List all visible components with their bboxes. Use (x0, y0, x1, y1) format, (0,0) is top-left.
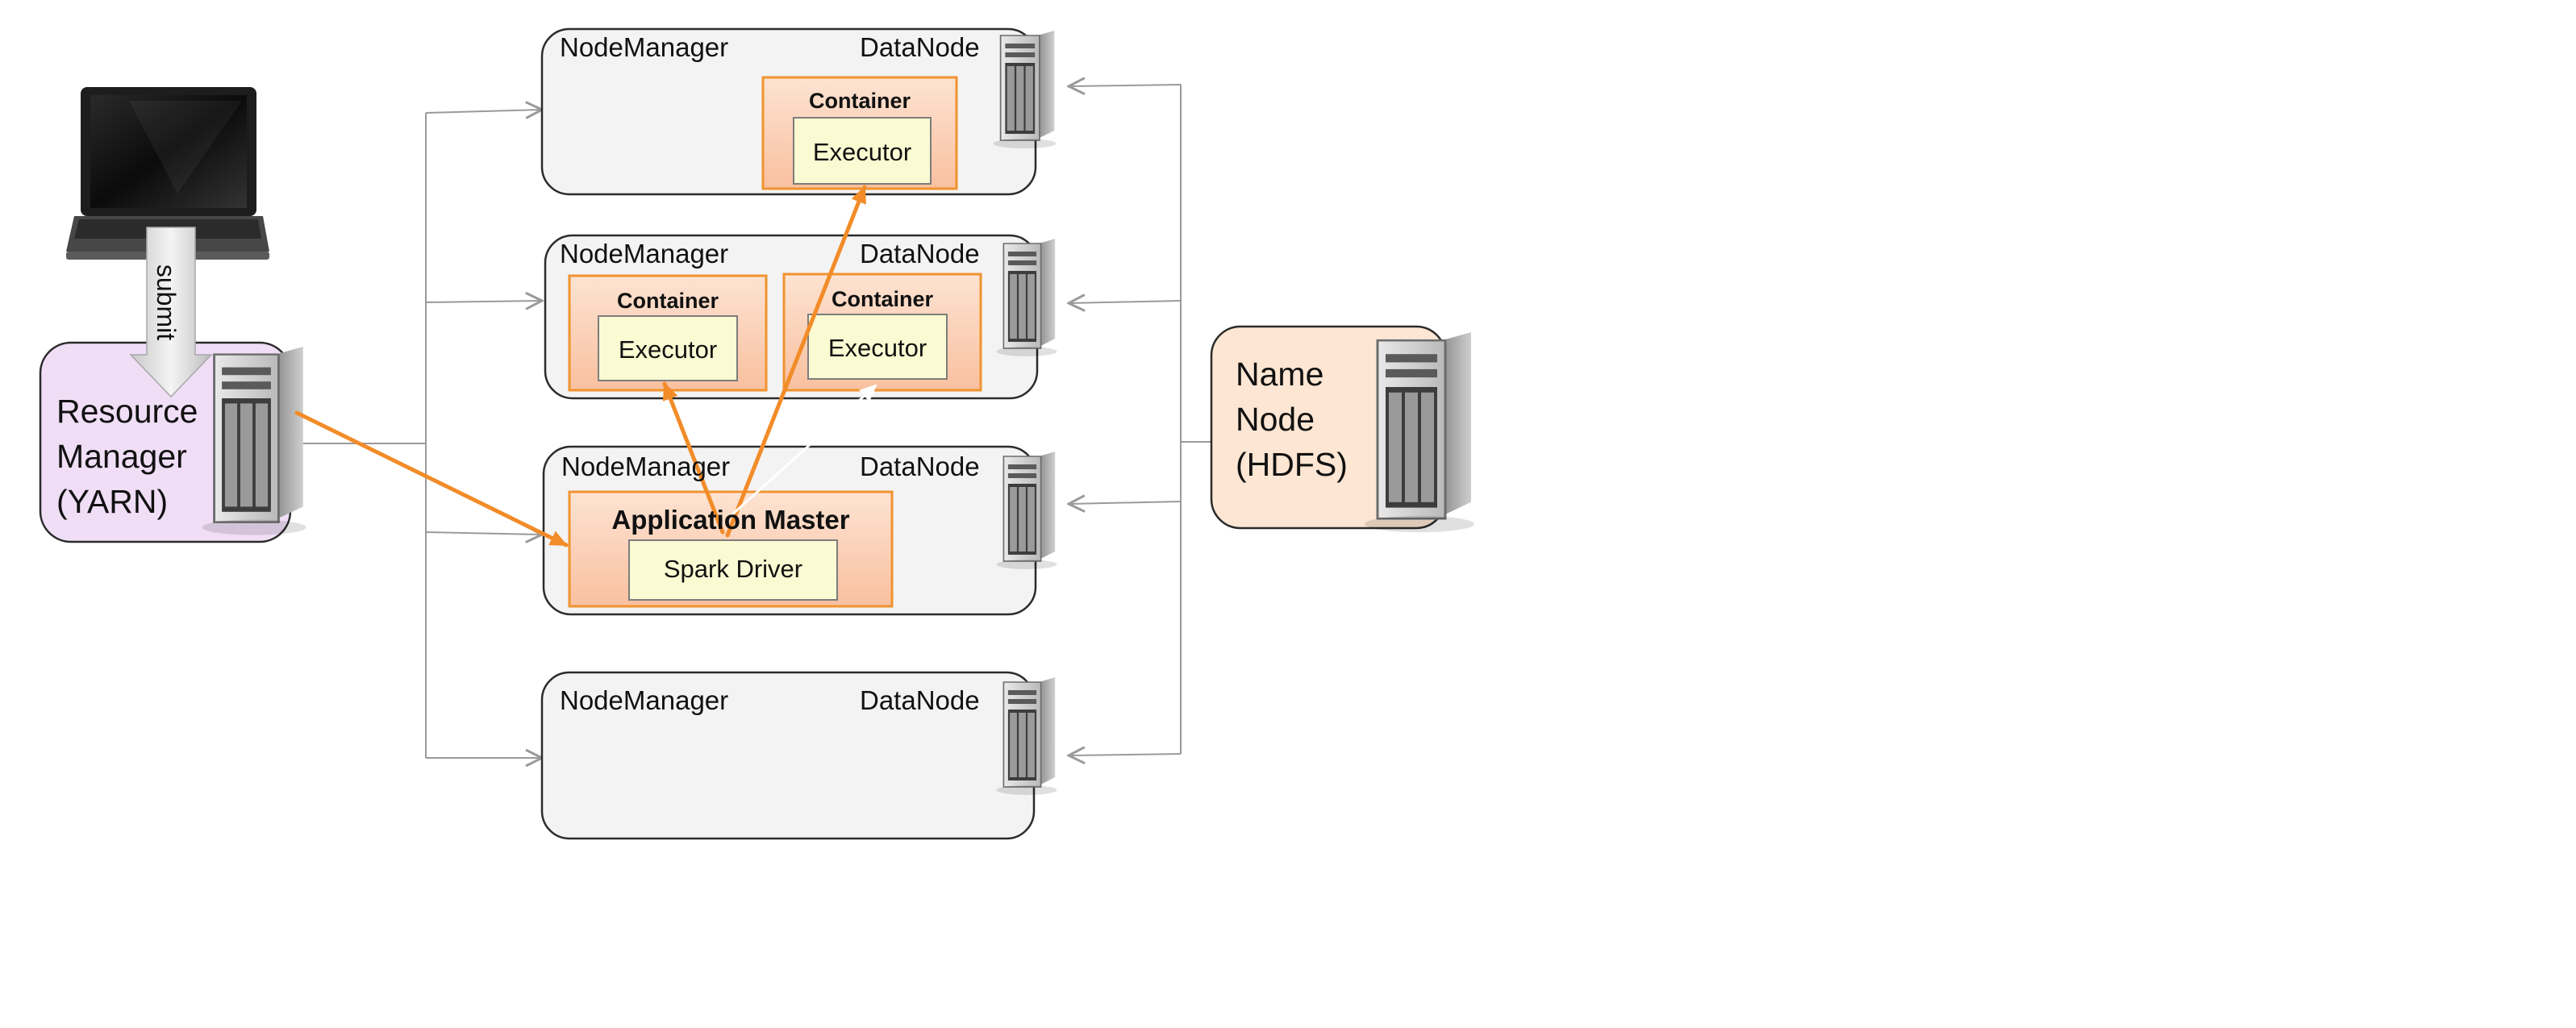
node-manager-label-1: NodeManager (560, 32, 729, 62)
data-node-label-4: DataNode (860, 685, 980, 715)
node-manager-label-2: NodeManager (560, 239, 729, 268)
application-master-title: Application Master (611, 505, 850, 535)
container-title-1: Container (808, 89, 911, 113)
datanode-server-icon-1 (992, 30, 1057, 149)
executor-label-1: Executor (812, 138, 912, 166)
driver-to-executor-1-arrow (725, 185, 867, 538)
datanode-server-icon-2 (995, 238, 1058, 357)
datanode-server-icon-3 (995, 451, 1058, 570)
spark-driver-label: Spark Driver (663, 555, 803, 583)
driver-to-executor-2b-arrow (731, 384, 877, 516)
nn-connector-lines (1069, 85, 1219, 755)
executor-box-2b (807, 314, 948, 380)
name-node-server-icon (1363, 331, 1476, 534)
node-manager-label-3: NodeManager (561, 452, 731, 481)
rm-to-am-arrow (294, 410, 569, 547)
spark-driver-box (628, 539, 838, 601)
node-manager-label-4: NodeManager (560, 685, 729, 715)
executor-box-2a (598, 315, 738, 381)
submit-arrow (129, 227, 213, 398)
container-title-2b: Container (831, 287, 933, 311)
submit-label: submit (152, 264, 181, 341)
container-title-2a: Container (616, 289, 719, 313)
driver-to-executor-2a-arrow (662, 381, 725, 535)
data-node-label-3: DataNode (860, 452, 980, 481)
executor-label-2a: Executor (618, 335, 718, 364)
datanode-server-icon-4 (995, 676, 1058, 796)
executor-label-2b: Executor (827, 334, 927, 362)
data-node-label-2: DataNode (860, 239, 980, 268)
name-node-label: Name Node (HDFS) (1236, 356, 1348, 483)
executor-box-1 (793, 117, 932, 185)
data-node-label-1: DataNode (860, 32, 980, 62)
resource-manager-label: Resource Manager (YARN) (56, 393, 198, 520)
orange-arrows (294, 185, 867, 547)
rm-connector-lines (290, 110, 542, 758)
